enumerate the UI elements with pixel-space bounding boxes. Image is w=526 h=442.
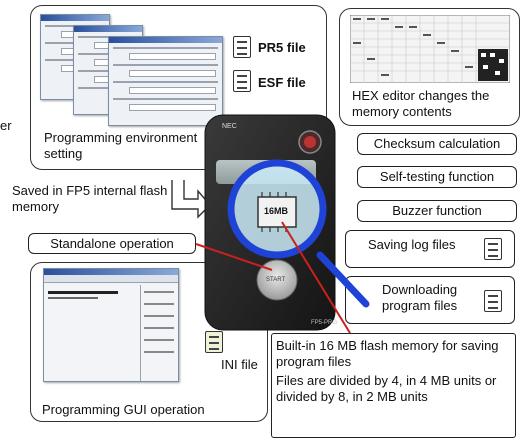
programming-gui-label: Programming GUI operation xyxy=(42,402,205,417)
downloading-label: Downloading program files xyxy=(382,282,458,313)
esf-file-label: ESF file xyxy=(258,75,306,90)
pr5-file-icon xyxy=(233,36,251,58)
flash-title: Built-in 16 MB flash memory for saving p… xyxy=(276,338,499,369)
log-file-icon xyxy=(484,238,502,260)
start-button: START xyxy=(266,277,286,283)
hex-editor-label: HEX editor changes the memory contents xyxy=(352,88,490,119)
brand-label: NEC xyxy=(222,123,237,130)
hex-grid-image xyxy=(350,15,510,83)
pr5-file-label: PR5 file xyxy=(258,40,306,55)
gui-window xyxy=(43,268,179,382)
ini-file-label: INI file xyxy=(221,357,258,372)
program-file-icon xyxy=(484,290,502,312)
model-label: FP5-PRG xyxy=(311,320,338,326)
programming-env-label: Programming environment setting xyxy=(44,130,198,161)
saved-internal-label: Saved in FP5 internal flash memory xyxy=(12,183,168,214)
left-cut-text: er xyxy=(0,118,12,133)
checksum-box: Checksum calculation xyxy=(357,133,517,155)
saving-log-label: Saving log files xyxy=(368,237,456,252)
flash-info-box xyxy=(271,333,516,438)
chip-label: 16MB xyxy=(264,206,289,216)
self-testing-box: Self-testing function xyxy=(357,166,517,188)
arrow-right-icon xyxy=(171,180,211,219)
ini-file-icon xyxy=(205,331,223,353)
buzzer-box: Buzzer function xyxy=(357,200,517,222)
flash-note: Files are divided by 4, in 4 MB units or… xyxy=(276,373,497,404)
standalone-box: Standalone operation xyxy=(28,233,196,254)
saving-log-box xyxy=(345,230,515,268)
settings-window-3 xyxy=(108,36,223,126)
esf-file-icon xyxy=(233,70,251,92)
